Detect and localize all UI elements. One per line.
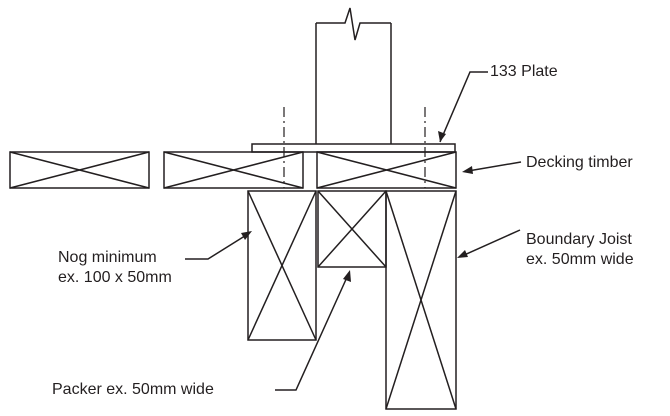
boundary-joist-label-line1: Boundary Joist [526, 231, 632, 248]
decking-timber-1 [9, 151, 150, 189]
nog-label-line2: ex. 100 x 50mm [58, 269, 172, 286]
break-line-symbol [316, 7, 391, 41]
boundary-joist-label-line2: ex. 50mm wide [526, 251, 634, 268]
leader-packer [275, 270, 351, 391]
packer-label: Packer ex. 50mm wide [52, 381, 214, 398]
post [315, 7, 392, 144]
nog [247, 190, 317, 341]
boundary-joist-label: Boundary Joist ex. 50mm wide [526, 230, 634, 270]
nog-label: Nog minimum ex. 100 x 50mm [58, 248, 172, 288]
nog-label-line1: Nog minimum [58, 249, 157, 266]
decking-timber-label: Decking timber [526, 154, 633, 171]
decking-timber-2 [163, 151, 304, 189]
leader-joist [457, 229, 521, 258]
packer [317, 190, 387, 268]
decking-timber-3 [316, 151, 457, 189]
leader-nog [185, 231, 252, 260]
leader-decking [462, 161, 522, 174]
leader-plate [438, 71, 488, 143]
boundary-joist [385, 190, 457, 410]
plate-label: 133 Plate [490, 63, 558, 80]
